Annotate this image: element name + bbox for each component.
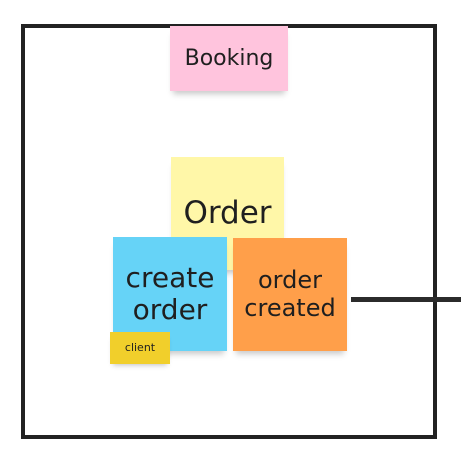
- sticky-client-label: client: [124, 340, 156, 354]
- sticky-order-label: Order: [183, 194, 272, 231]
- sticky-booking-label: Booking: [184, 45, 274, 71]
- sticky-booking[interactable]: Booking: [170, 26, 288, 91]
- connector-line: [351, 297, 461, 302]
- sticky-client[interactable]: client: [110, 332, 170, 364]
